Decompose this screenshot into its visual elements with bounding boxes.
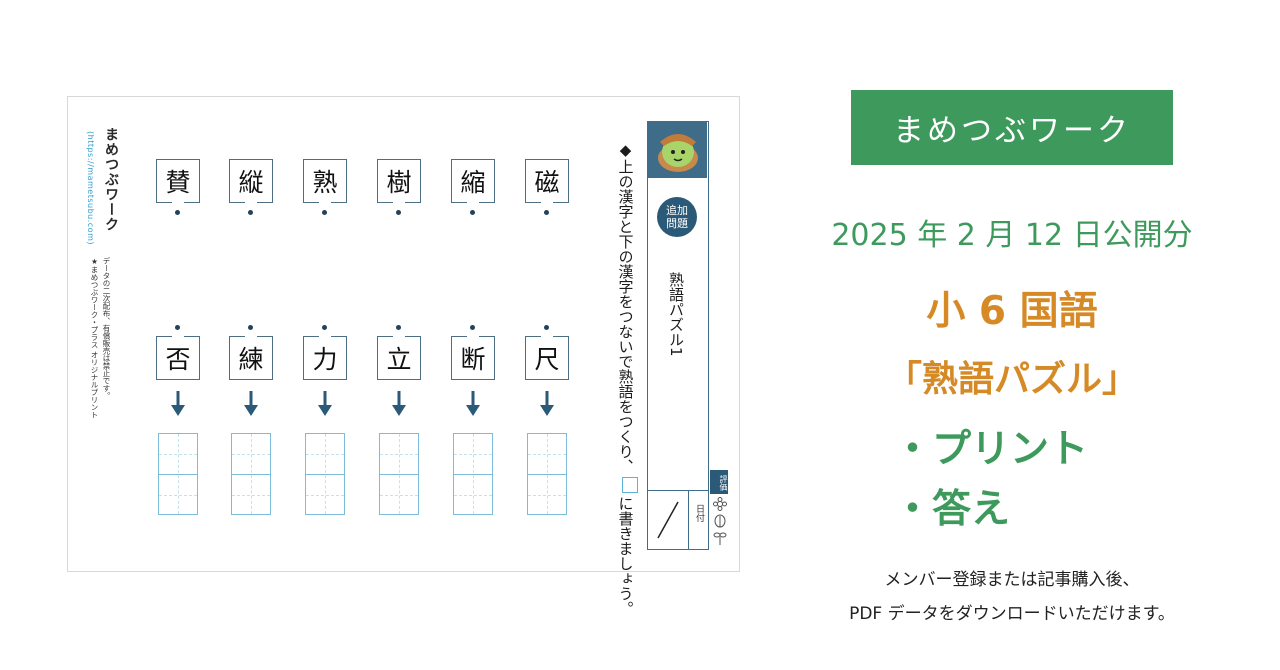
bottom-kanji-5: 練 (229, 336, 273, 380)
top-kanji-5: 縦 (229, 159, 273, 203)
connect-dot[interactable] (544, 325, 549, 330)
top-kanji-1: 磁 (525, 159, 569, 203)
footer-line-1: メンバー登録または記事購入後、 (884, 570, 1140, 590)
top-kanji-4: 熟 (303, 159, 347, 203)
worksheet-notes: データの二次配布、有償販売は禁止です。 ★まめつぶワーク・プラス オリジナルプリ… (88, 257, 112, 418)
connect-dot[interactable] (322, 210, 327, 215)
connect-dot[interactable] (544, 210, 549, 215)
connect-dot[interactable] (396, 325, 401, 330)
note-line-2: ★まめつぶワーク・プラス オリジナルプリント (90, 257, 99, 419)
connect-dot[interactable] (175, 210, 180, 215)
answer-grid-3[interactable] (379, 433, 419, 515)
answer-grid-2[interactable] (453, 433, 493, 515)
answer-grid-4[interactable] (305, 433, 345, 515)
date-slash (657, 501, 679, 539)
note-line-1: データの二次配布、有償販売は禁止です。 (102, 257, 111, 400)
puzzle-title: 熟語パズル1 (667, 272, 685, 357)
arrow-down-icon (244, 391, 258, 416)
bullet-answers: ・答え (893, 487, 1011, 532)
connect-dot[interactable] (248, 325, 253, 330)
connect-dot[interactable] (470, 325, 475, 330)
evaluation-label: 評価 (710, 470, 728, 494)
footer-line-2: PDF データをダウンロードいただけます。 (849, 604, 1175, 624)
bottom-kanji-1: 尺 (525, 336, 569, 380)
worksheet-url: (https://mametsubu.com) (86, 131, 95, 245)
answer-grid-5[interactable] (231, 433, 271, 515)
bullet-print: ・プリント (893, 427, 1089, 472)
answer-box-icon (622, 477, 638, 493)
connect-dot[interactable] (396, 210, 401, 215)
date-label: 日付 (694, 504, 704, 522)
bud-icon (714, 514, 726, 528)
connect-dot[interactable] (248, 210, 253, 215)
flower-icon (713, 497, 727, 511)
grade-subject-title: 小 6 国語 (926, 289, 1098, 334)
connect-dot[interactable] (322, 325, 327, 330)
mascot-image (648, 122, 707, 178)
arrow-down-icon (318, 391, 332, 416)
bottom-kanji-6: 否 (156, 336, 200, 380)
top-kanji-3: 樹 (377, 159, 421, 203)
answer-grid-6[interactable] (158, 433, 198, 515)
brand-banner: まめつぶワーク (851, 90, 1173, 165)
bottom-kanji-4: 力 (303, 336, 347, 380)
evaluation-panel: 評価 (710, 470, 730, 550)
answer-grid-1[interactable] (527, 433, 567, 515)
bottom-kanji-2: 断 (451, 336, 495, 380)
arrow-down-icon (392, 391, 406, 416)
badge-line-1: 追加 (666, 204, 688, 217)
sprout-icon (713, 532, 727, 545)
bottom-kanji-3: 立 (377, 336, 421, 380)
connect-dot[interactable] (470, 210, 475, 215)
publish-date: 2025 年 2 月 12 日公開分 (831, 218, 1193, 253)
extra-question-badge: 追加問題 (657, 197, 697, 237)
badge-line-2: 問題 (666, 217, 688, 230)
instruction-part-1: ◆上の漢字と下の漢字をつないで熟語をつくり、 (616, 141, 635, 474)
worksheet-brand: まめつぶワーク (103, 127, 119, 232)
instruction-text: ◆上の漢字と下の漢字をつないで熟語をつくり、に書きましょう。 (592, 141, 638, 616)
arrow-down-icon (466, 391, 480, 416)
worksheet-preview: まめつぶワーク (https://mametsubu.com) データの二次配布… (67, 96, 740, 616)
instruction-part-2: に書きましょう。 (616, 496, 635, 616)
arrow-down-icon (171, 391, 185, 416)
title-panel: 追加問題 熟語パズル1 日付 (647, 121, 709, 550)
arrow-down-icon (540, 391, 554, 416)
top-kanji-2: 縮 (451, 159, 495, 203)
worksheet-title: 「熟語パズル」 (885, 359, 1138, 400)
connect-dot[interactable] (175, 325, 180, 330)
top-kanji-6: 賛 (156, 159, 200, 203)
